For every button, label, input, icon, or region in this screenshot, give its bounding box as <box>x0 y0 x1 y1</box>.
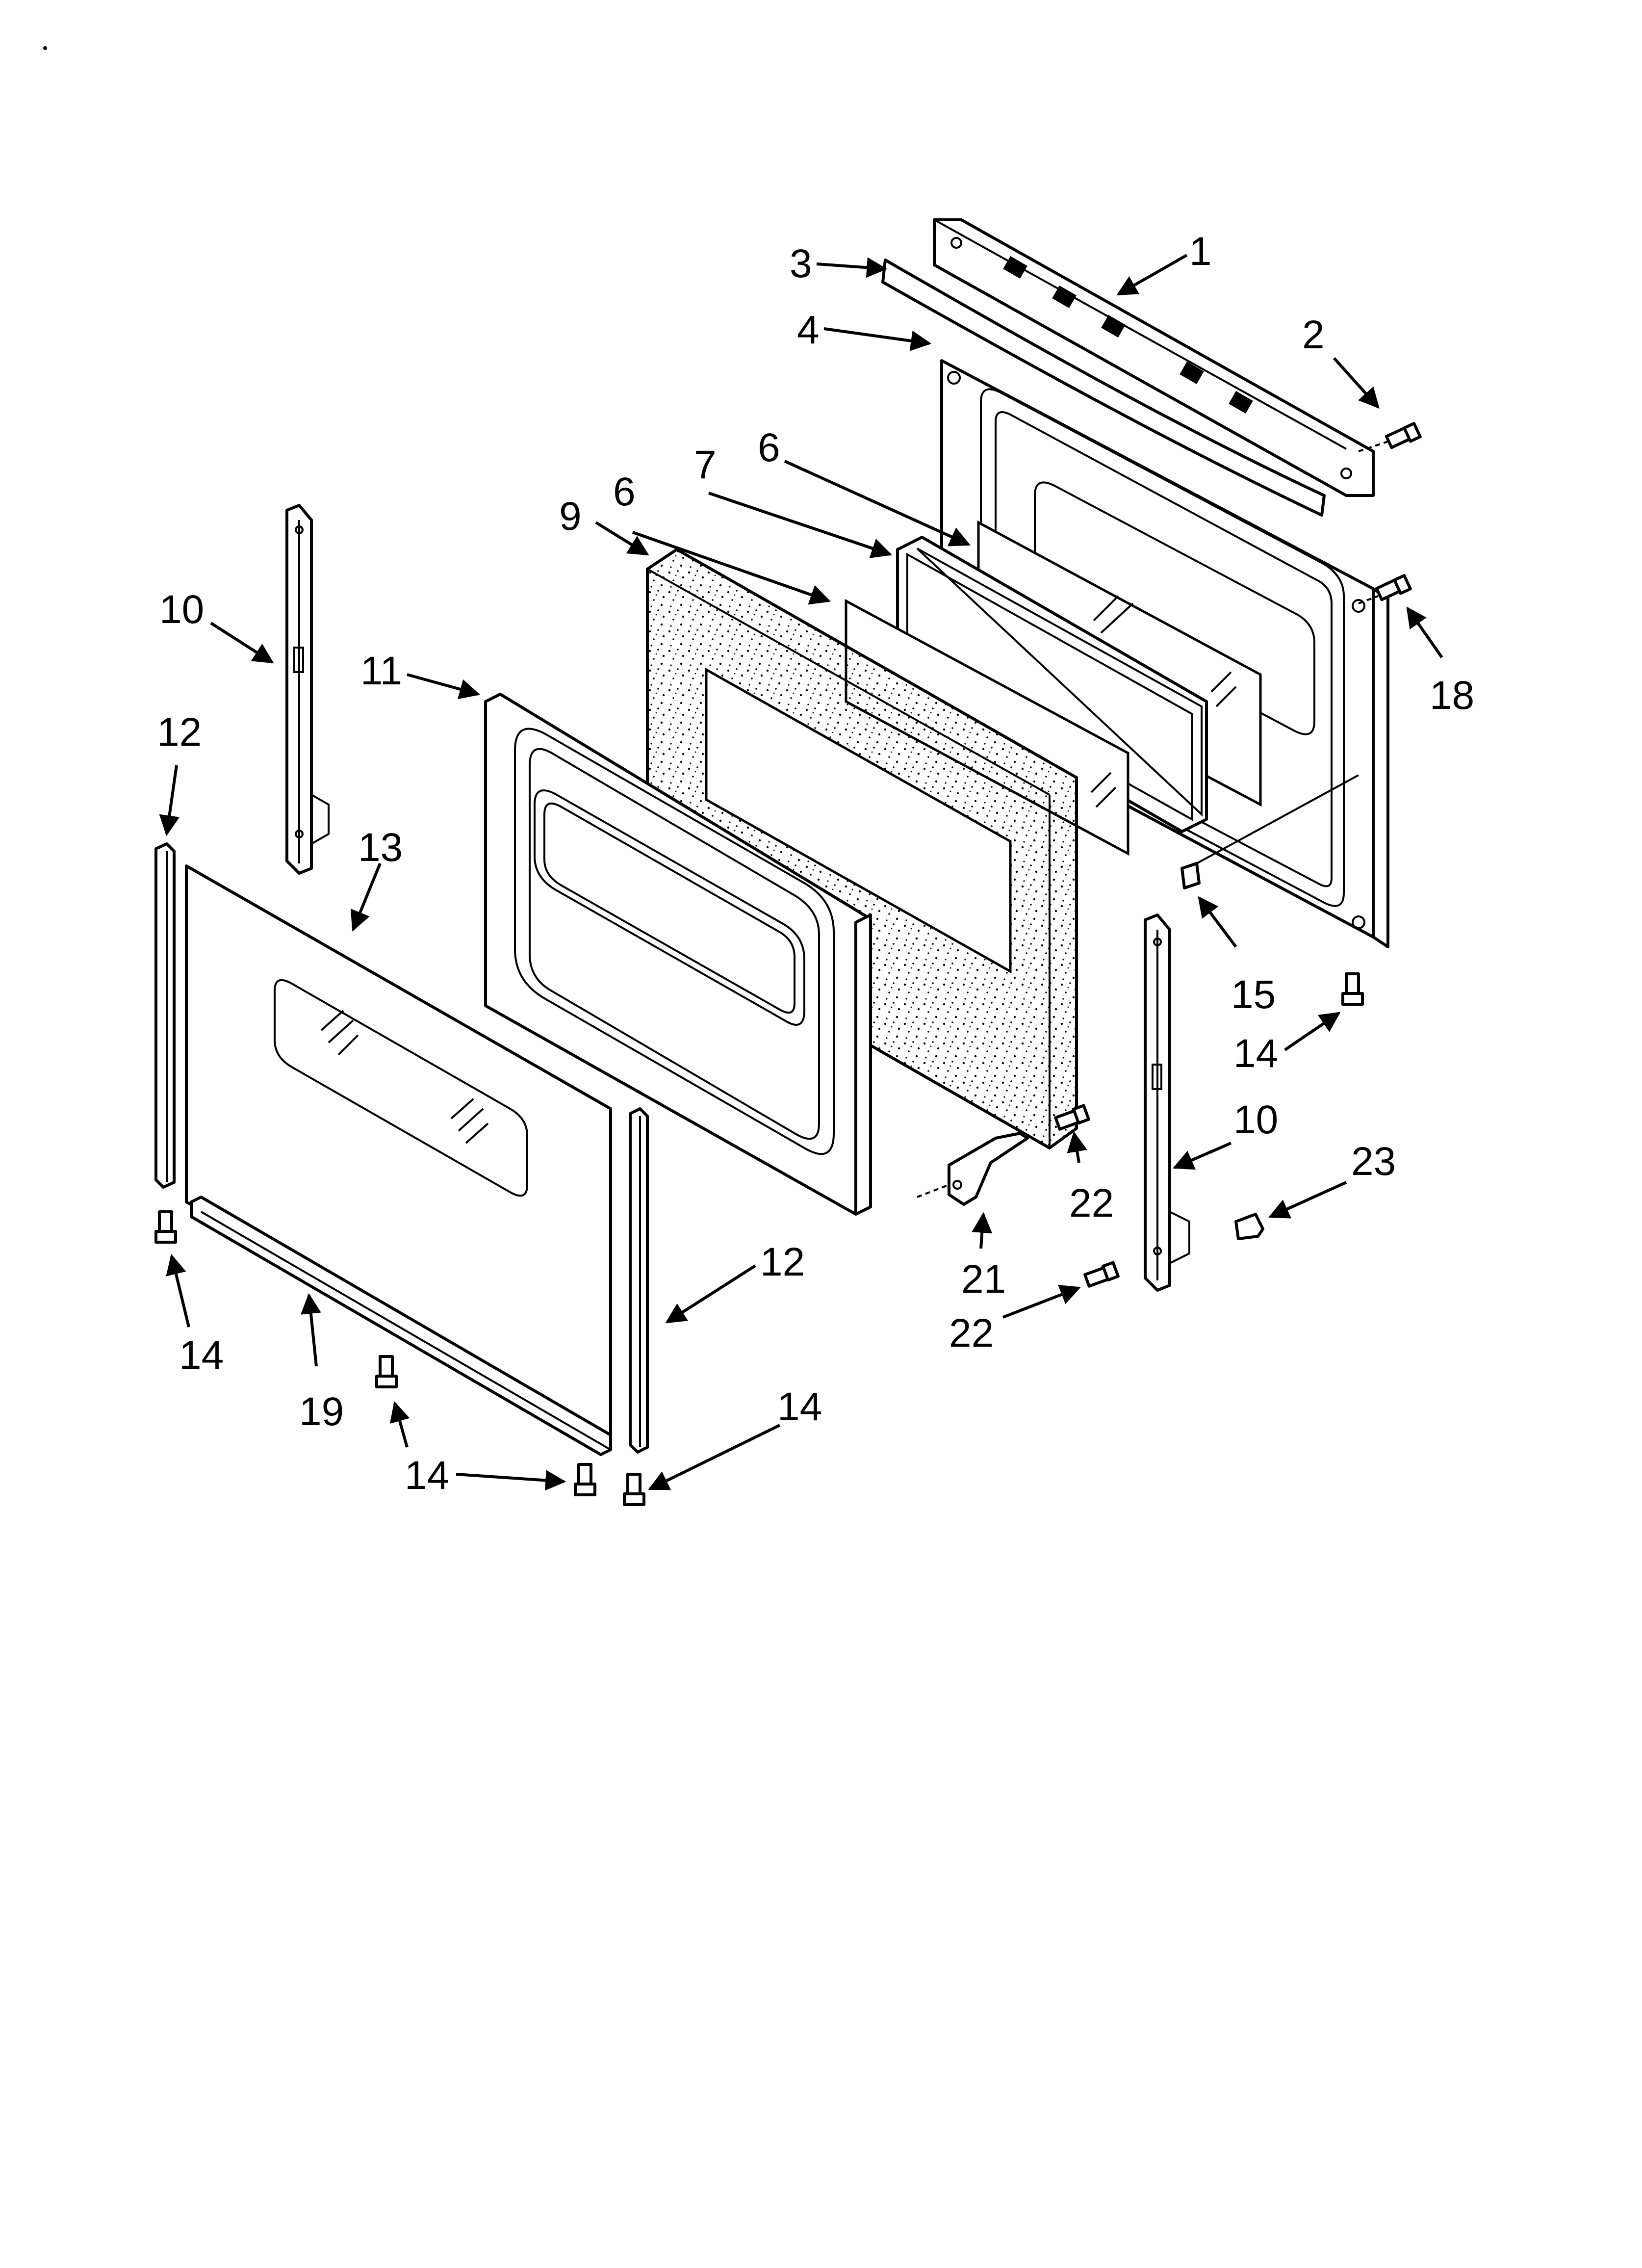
screw-part-14-middle <box>375 1355 398 1388</box>
callout-14-bottom: 14 <box>777 1384 822 1429</box>
part-12-left-side-trim <box>154 842 176 1189</box>
screw-part-22-upper <box>1054 1104 1090 1131</box>
callout-3: 3 <box>790 241 812 286</box>
part-21-bracket <box>917 1132 1029 1206</box>
callout-4: 4 <box>797 308 820 352</box>
callout-23: 23 <box>1351 1139 1396 1184</box>
callout-21: 21 <box>961 1257 1006 1302</box>
callout-6-rear: 6 <box>758 425 780 470</box>
callout-22-upper: 22 <box>1069 1181 1114 1225</box>
part-12-right-side-trim <box>629 1107 649 1454</box>
part-11-door-liner <box>484 693 872 1216</box>
callout-14-middle: 14 <box>405 1453 449 1498</box>
callout-11: 11 <box>360 649 402 693</box>
screw-part-18 <box>1358 574 1412 604</box>
callout-22-lower: 22 <box>949 1311 994 1356</box>
callout-2: 2 <box>1302 313 1325 357</box>
screw-part-22-lower <box>1083 1261 1120 1288</box>
part-1-vent-trim <box>933 218 1375 497</box>
callout-10-right: 10 <box>1233 1097 1278 1142</box>
screw-part-14-right <box>1341 972 1364 1006</box>
callout-10-left: 10 <box>159 587 204 632</box>
callout-7: 7 <box>694 443 717 487</box>
part-23-clip <box>1234 1213 1264 1240</box>
part-3-handle-strip <box>881 259 1326 517</box>
part-10-right-hinge <box>1144 913 1190 1292</box>
callout-12-right: 12 <box>760 1240 805 1284</box>
part-10-left-hinge <box>285 504 330 875</box>
callout-12-left: 12 <box>157 710 202 755</box>
screw-part-14-bottom-b <box>623 1473 645 1506</box>
callout-9: 9 <box>559 494 582 539</box>
part-15-clip <box>1180 774 1359 889</box>
callout-6-front: 6 <box>613 469 636 514</box>
screw-part-2 <box>1358 422 1422 452</box>
callout-18: 18 <box>1430 673 1474 718</box>
screw-part-14-left <box>154 1210 177 1244</box>
part-19-bottom-trim <box>190 1196 612 1456</box>
callout-19: 19 <box>299 1389 344 1434</box>
callout-14-left: 14 <box>179 1333 224 1378</box>
callout-15: 15 <box>1231 972 1276 1017</box>
leader-lines <box>159 254 1443 1491</box>
screw-part-14-bottom-a <box>574 1463 596 1496</box>
corner-dot <box>43 46 47 50</box>
callout-14-right: 14 <box>1233 1031 1278 1076</box>
callout-1: 1 <box>1189 229 1212 274</box>
callout-13: 13 <box>358 825 403 870</box>
